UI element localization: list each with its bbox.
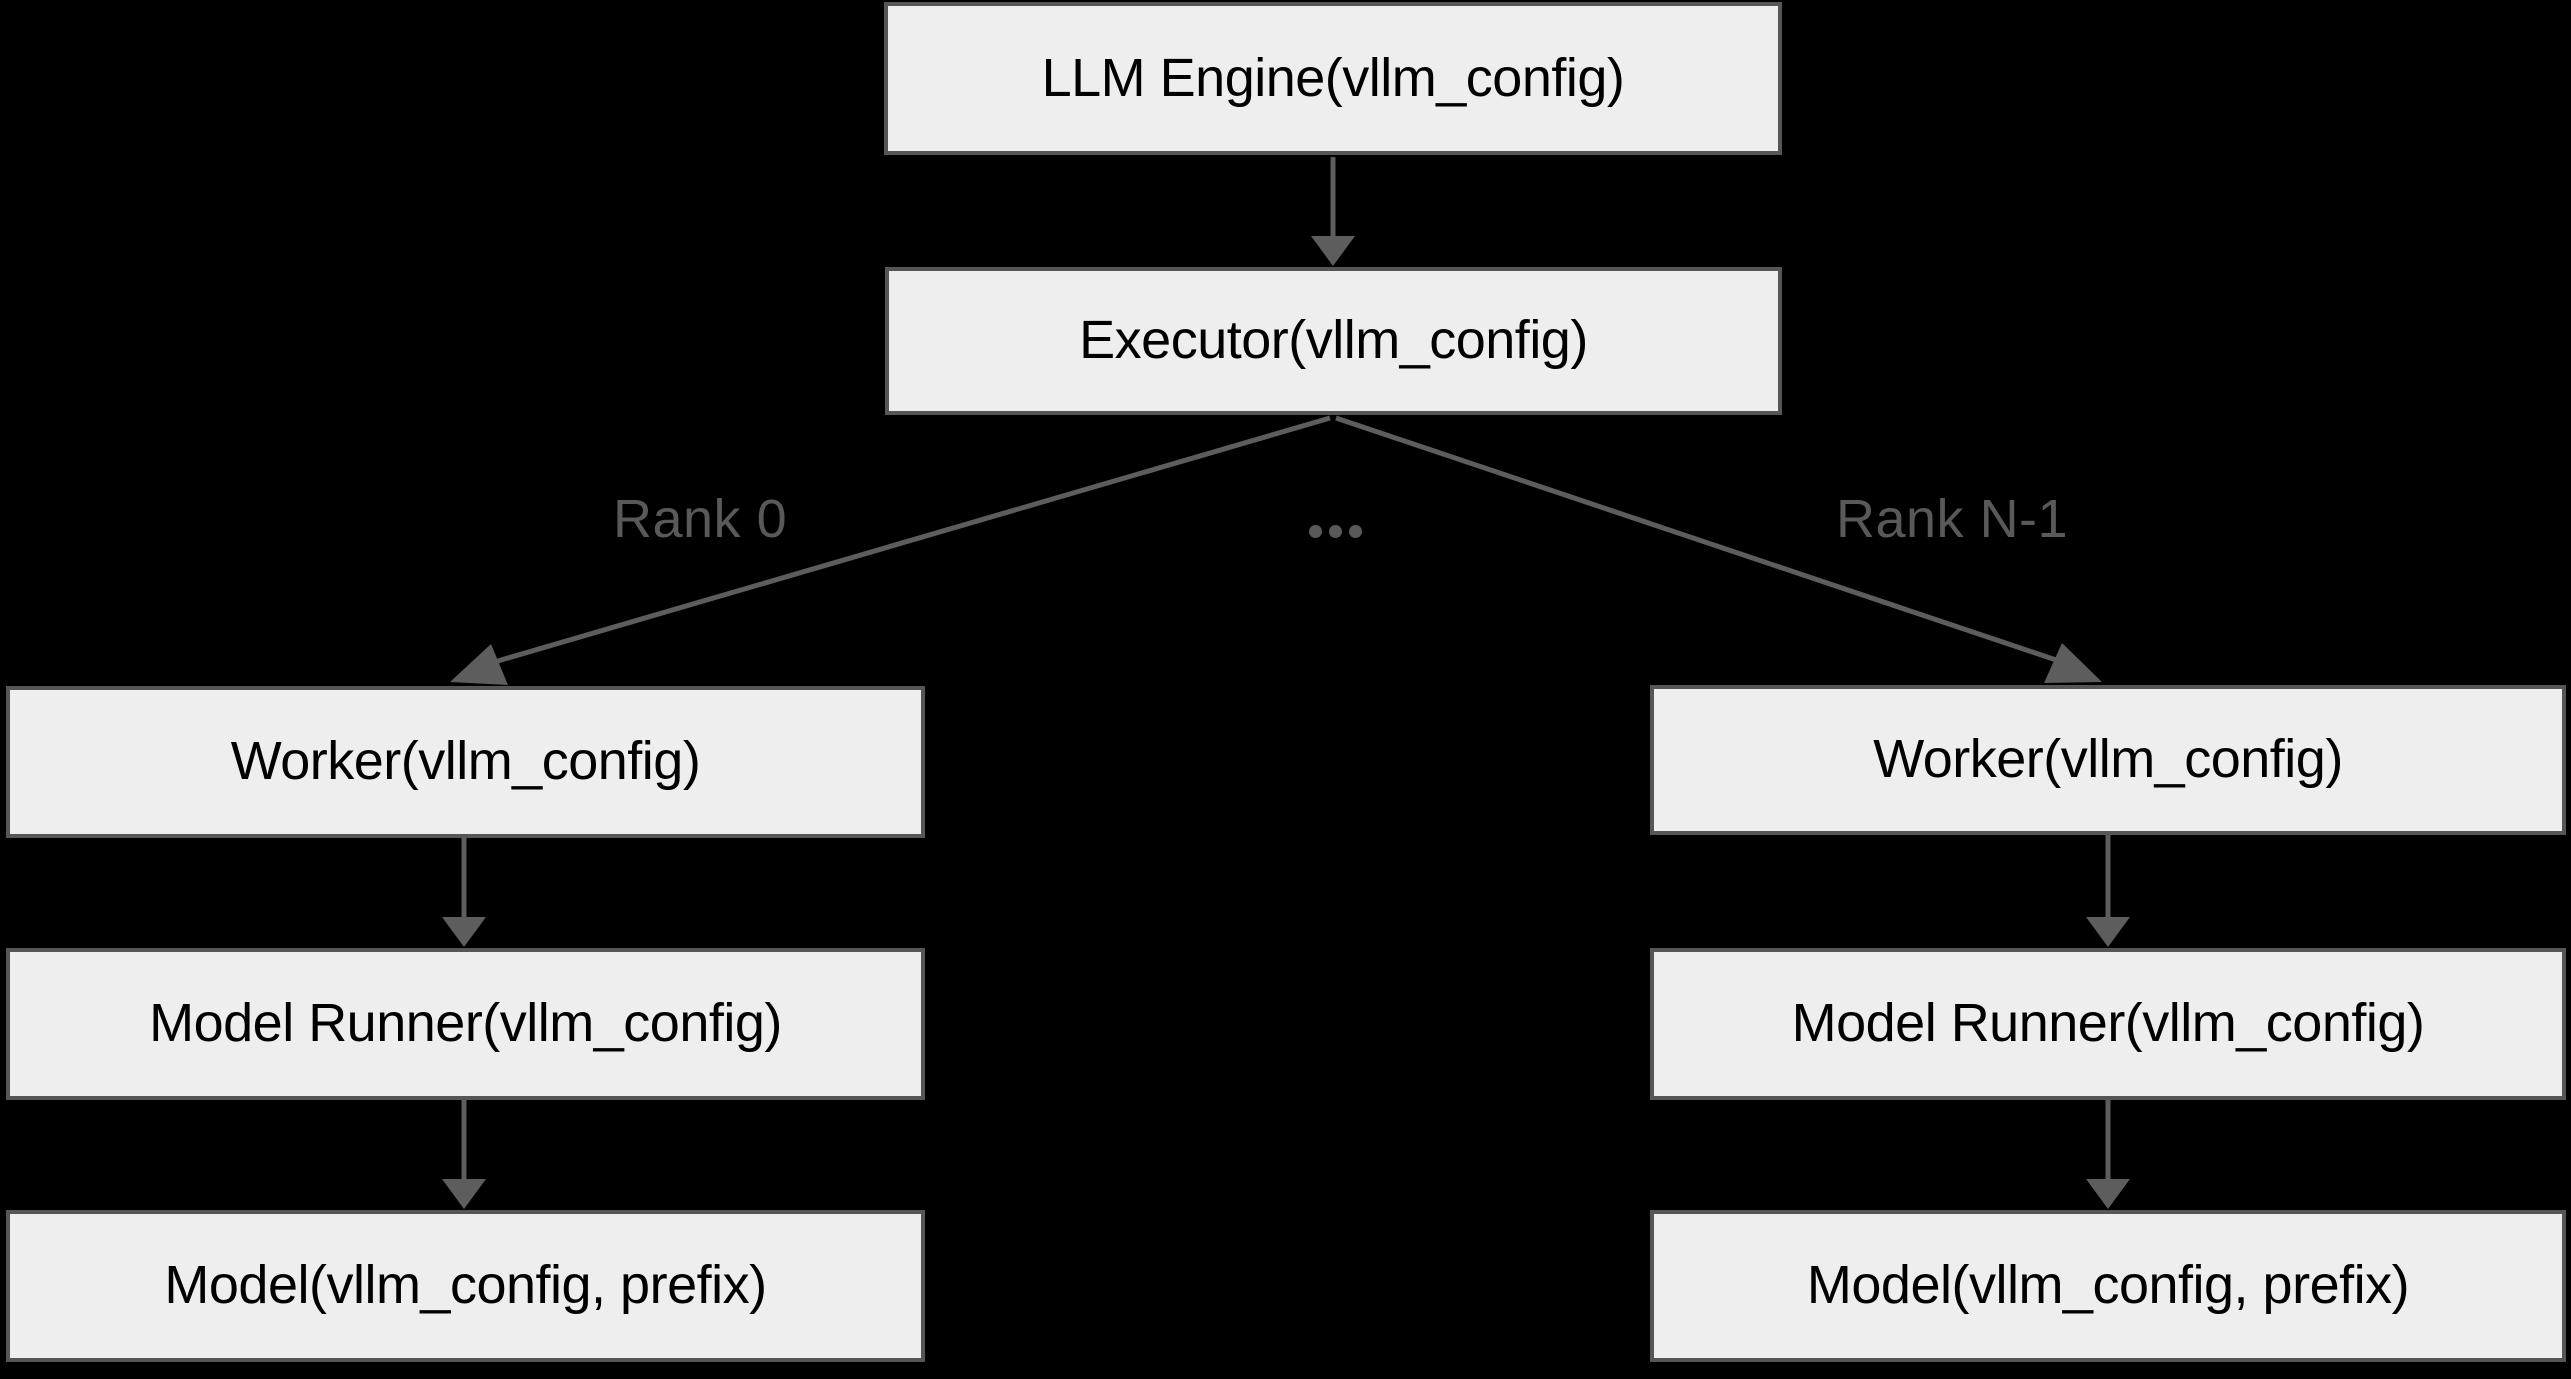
node-rankn-model-runner[interactable]: Model Runner(vllm_config): [1650, 948, 2566, 1100]
edge-executor-to-rank0-worker: [450, 415, 1331, 685]
node-executor-label: Executor(vllm_config): [1079, 310, 1588, 371]
edge-rank0-worker-to-model-runner: [442, 838, 486, 947]
edge-rank0-model-runner-to-model: [442, 1100, 486, 1209]
node-llm-engine[interactable]: LLM Engine(vllm_config): [884, 2, 1782, 155]
node-rankn-worker-label: Worker(vllm_config): [1873, 729, 2343, 790]
edge-rankn-model-runner-to-model: [2086, 1100, 2130, 1209]
edge-label-rank0: Rank 0: [613, 489, 788, 549]
node-rank0-model-label: Model(vllm_config, prefix): [164, 1255, 767, 1316]
node-rankn-worker[interactable]: Worker(vllm_config): [1650, 685, 2566, 835]
node-executor[interactable]: Executor(vllm_config): [885, 267, 1782, 415]
node-rankn-model-label: Model(vllm_config, prefix): [1806, 1255, 2410, 1316]
node-rank0-model[interactable]: Model(vllm_config, prefix): [6, 1210, 925, 1362]
edge-label-rankn: Rank N-1: [1836, 489, 2069, 549]
node-llm-engine-label: LLM Engine(vllm_config): [1041, 47, 1625, 108]
node-rank0-model-runner[interactable]: Model Runner(vllm_config): [6, 948, 925, 1100]
node-rank0-worker[interactable]: Worker(vllm_config): [6, 686, 925, 838]
node-rankn-model-runner-label: Model Runner(vllm_config): [1791, 993, 2425, 1054]
node-rankn-model[interactable]: Model(vllm_config, prefix): [1650, 1210, 2566, 1362]
edge-llm-engine-to-executor: [1311, 157, 1355, 266]
edge-rankn-worker-to-model-runner: [2086, 833, 2130, 947]
node-rank0-model-runner-label: Model Runner(vllm_config): [149, 993, 782, 1054]
node-rank0-worker-label: Worker(vllm_config): [230, 731, 701, 792]
edge-label-middle-ellipsis-icon: [1309, 525, 1362, 538]
edge-executor-to-rankn-worker: [1335, 415, 2102, 683]
